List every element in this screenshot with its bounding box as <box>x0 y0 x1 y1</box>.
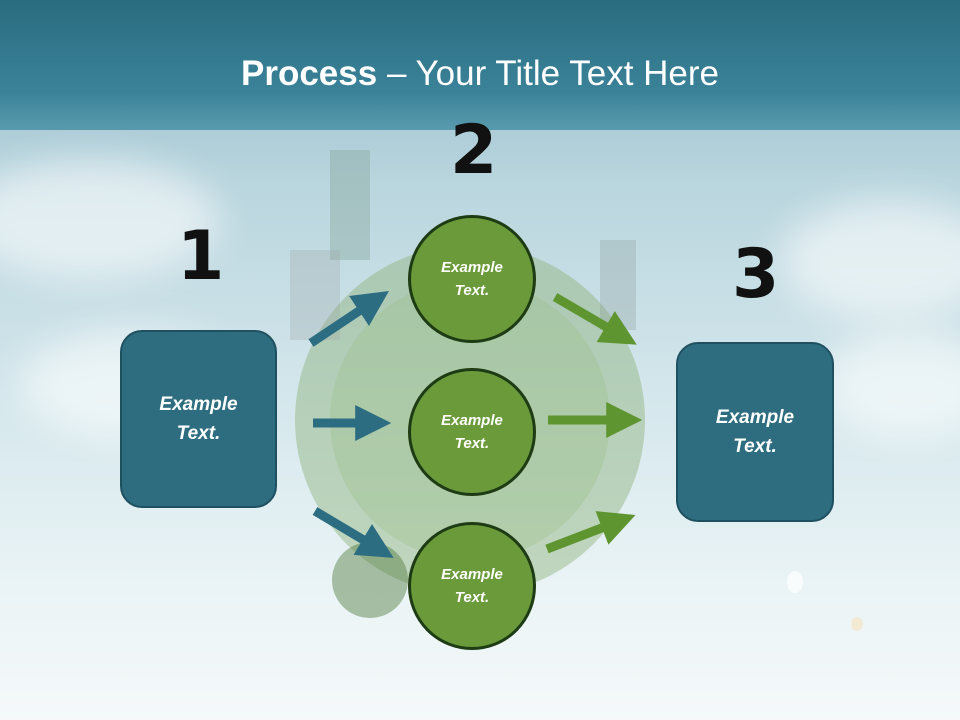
tree-silhouette <box>332 542 408 618</box>
circle-middle-text: Example Text. <box>441 409 503 455</box>
left-box: Example Text. <box>120 330 277 508</box>
title-bold: Process <box>241 54 378 93</box>
arrow-to-circle-top <box>308 291 389 347</box>
balloon-icon <box>851 617 863 631</box>
circle-middle-line1: Example <box>441 412 503 429</box>
left-box-line2: Text. <box>176 423 221 444</box>
step-number-2: 2 <box>450 111 498 190</box>
step-number-3: 3 <box>732 235 780 314</box>
title-rest: – Your Title Text Here <box>377 54 719 93</box>
cloud <box>780 200 960 320</box>
circle-bottom-line2: Text. <box>454 589 490 606</box>
left-box-line1: Example <box>159 394 238 415</box>
balloon-icon <box>787 571 803 593</box>
arrow-to-circle-bottom <box>312 507 394 558</box>
cloud <box>0 160 220 280</box>
right-box: Example Text. <box>676 342 834 522</box>
circle-bottom: Example Text. <box>408 522 536 650</box>
circle-top: Example Text. <box>408 215 536 343</box>
cloud <box>820 330 960 440</box>
right-box-text: Example Text. <box>716 403 794 461</box>
circle-bottom-text: Example Text. <box>441 563 503 609</box>
circle-top-text: Example Text. <box>441 256 503 302</box>
page-title: Process – Your Title Text Here <box>0 52 960 96</box>
circle-middle-line2: Text. <box>454 435 490 452</box>
right-box-line1: Example <box>715 407 795 428</box>
circle-top-line1: Example <box>441 259 503 276</box>
arrow-from-circle-bottom <box>545 511 636 554</box>
title-band <box>0 0 960 130</box>
statue-silhouette <box>330 150 370 260</box>
right-box-line2: Text. <box>733 436 777 457</box>
arrow-from-circle-top <box>552 293 637 345</box>
left-box-text: Example Text. <box>159 390 237 448</box>
circle-middle: Example Text. <box>408 368 536 496</box>
step-number-1: 1 <box>177 217 225 296</box>
circle-top-line2: Text. <box>454 282 490 299</box>
circle-bottom-line1: Example <box>441 566 503 583</box>
